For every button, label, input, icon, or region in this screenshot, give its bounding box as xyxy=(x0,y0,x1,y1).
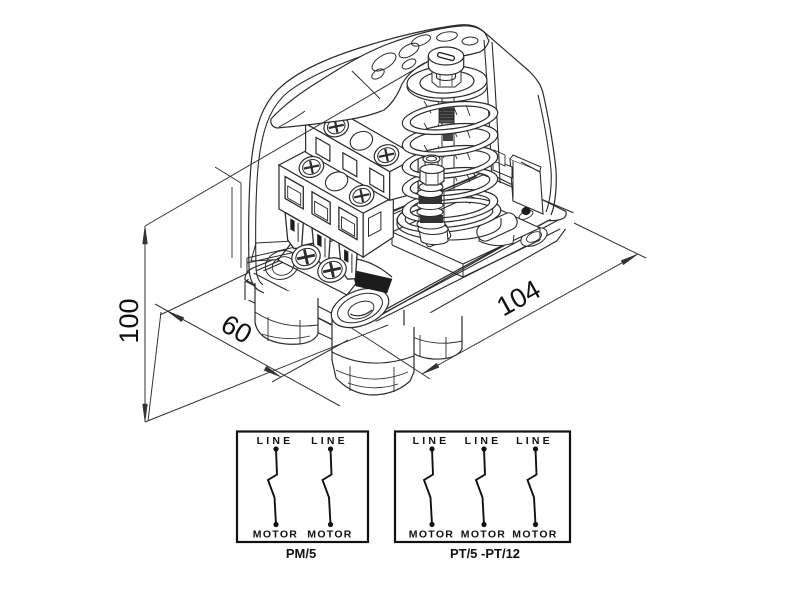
svg-text:MOTOR: MOTOR xyxy=(409,529,454,541)
svg-text:LINE: LINE xyxy=(257,435,294,447)
svg-text:MOTOR: MOTOR xyxy=(461,529,506,541)
svg-text:MOTOR: MOTOR xyxy=(307,529,352,541)
svg-text:MOTOR: MOTOR xyxy=(512,529,557,541)
svg-text:LINE: LINE xyxy=(516,435,553,447)
svg-text:MOTOR: MOTOR xyxy=(253,529,298,541)
svg-text:PT/5 -PT/12: PT/5 -PT/12 xyxy=(450,546,520,561)
svg-text:LINE: LINE xyxy=(311,435,348,447)
svg-text:100: 100 xyxy=(114,298,144,343)
svg-text:LINE: LINE xyxy=(465,435,502,447)
svg-text:LINE: LINE xyxy=(413,435,450,447)
svg-text:PM/5: PM/5 xyxy=(286,546,316,561)
